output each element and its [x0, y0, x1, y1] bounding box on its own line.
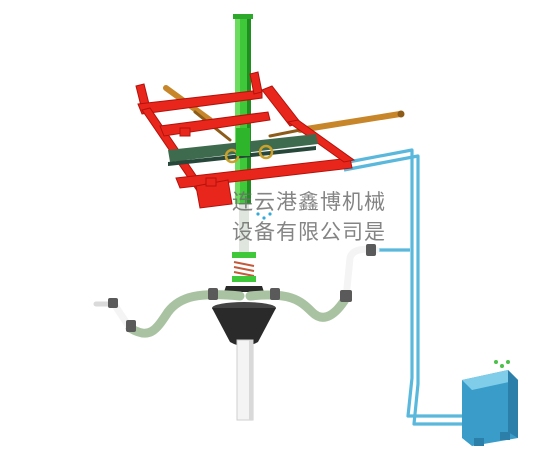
spring-joint-icon [224, 204, 264, 292]
watermark-line-1: 连云港鑫博机械 [232, 190, 386, 214]
hydraulic-tank-icon [462, 360, 518, 446]
sealing-cone-icon [212, 302, 276, 346]
trolley-rail [168, 128, 318, 166]
watermark-line-2: 设备有限公司是 [232, 220, 386, 244]
hydraulic-lines [337, 148, 472, 426]
lower-discharge-pipe [236, 339, 254, 421]
sensor-dots [256, 212, 272, 220]
pipe-flanges [108, 244, 376, 332]
